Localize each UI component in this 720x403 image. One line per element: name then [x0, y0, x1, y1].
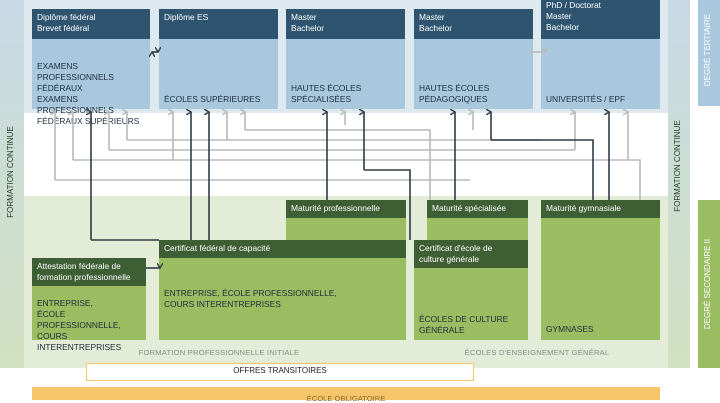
- tertiary-body: ÉCOLES SUPÉRIEURES: [159, 39, 278, 109]
- tertiary-head: Master Bachelor: [414, 9, 533, 39]
- certificat-culture-head: Certificat d'école de culture générale: [414, 240, 528, 268]
- formation-continue-right-band: [668, 0, 690, 368]
- tertiary-body: EXAMENS PROFESSIONNELS FÉDÉRAUX EXAMENS …: [32, 39, 150, 126]
- offres-transitoires-box: [86, 363, 474, 381]
- offres-transitoires-label: OFFRES TRANSITOIRES: [233, 366, 327, 375]
- tertiary-body: UNIVERSITÉS / EPF: [541, 39, 660, 109]
- maturite-gym-head: Maturité gymnasiale: [541, 200, 660, 218]
- maturite-pro-fill: [286, 218, 406, 240]
- enseignement-general-caption: ÉCOLES D'ENSEIGNEMENT GÉNÉRAL: [464, 348, 610, 357]
- cfc-head: Certificat fédéral de capacité: [159, 240, 406, 258]
- formation-continue-left-band: [0, 0, 24, 368]
- tertiary-head: PhD / Doctorat Master Bachelor: [541, 0, 660, 39]
- tertiary-head: Diplôme fédéral Brevet fédéral: [32, 9, 150, 39]
- ecoles-culture-body: ÉCOLES DE CULTURE GÉNÉRALE: [414, 268, 528, 340]
- ecole-obligatoire-label: ÉCOLE OBLIGATOIRE: [306, 394, 386, 403]
- degre-secondaire-band: [698, 200, 720, 368]
- ecole-obligatoire-bar: [32, 387, 660, 400]
- formation-initiale-caption: FORMATION PROFESSIONNELLE INITIALE: [138, 348, 300, 357]
- maturite-spec-head: Maturité spécialisée: [427, 200, 528, 218]
- tertiary-body: HAUTES ÉCOLES PÉDAGOGIQUES: [414, 39, 533, 109]
- gymnases-body: GYMNASES: [541, 218, 660, 340]
- maturite-pro-head: Maturité professionnelle: [286, 200, 406, 218]
- attestation-head: Attestation fédérale de formation profes…: [32, 258, 146, 286]
- maturite-spec-fill: [427, 218, 528, 240]
- tertiary-head: Master Bachelor: [286, 9, 405, 39]
- tertiary-body: HAUTES ÉCOLES SPÉCIALISÉES: [286, 39, 405, 109]
- attestation-body: ENTREPRISE, ÉCOLE PROFESSIONNELLE, COURS…: [32, 286, 146, 352]
- tertiary-head: Diplôme ES: [159, 9, 278, 39]
- degre-tertiaire-band: [698, 0, 720, 106]
- cfc-body: ENTREPRISE, ÉCOLE PROFESSIONNELLE, COURS…: [159, 258, 406, 340]
